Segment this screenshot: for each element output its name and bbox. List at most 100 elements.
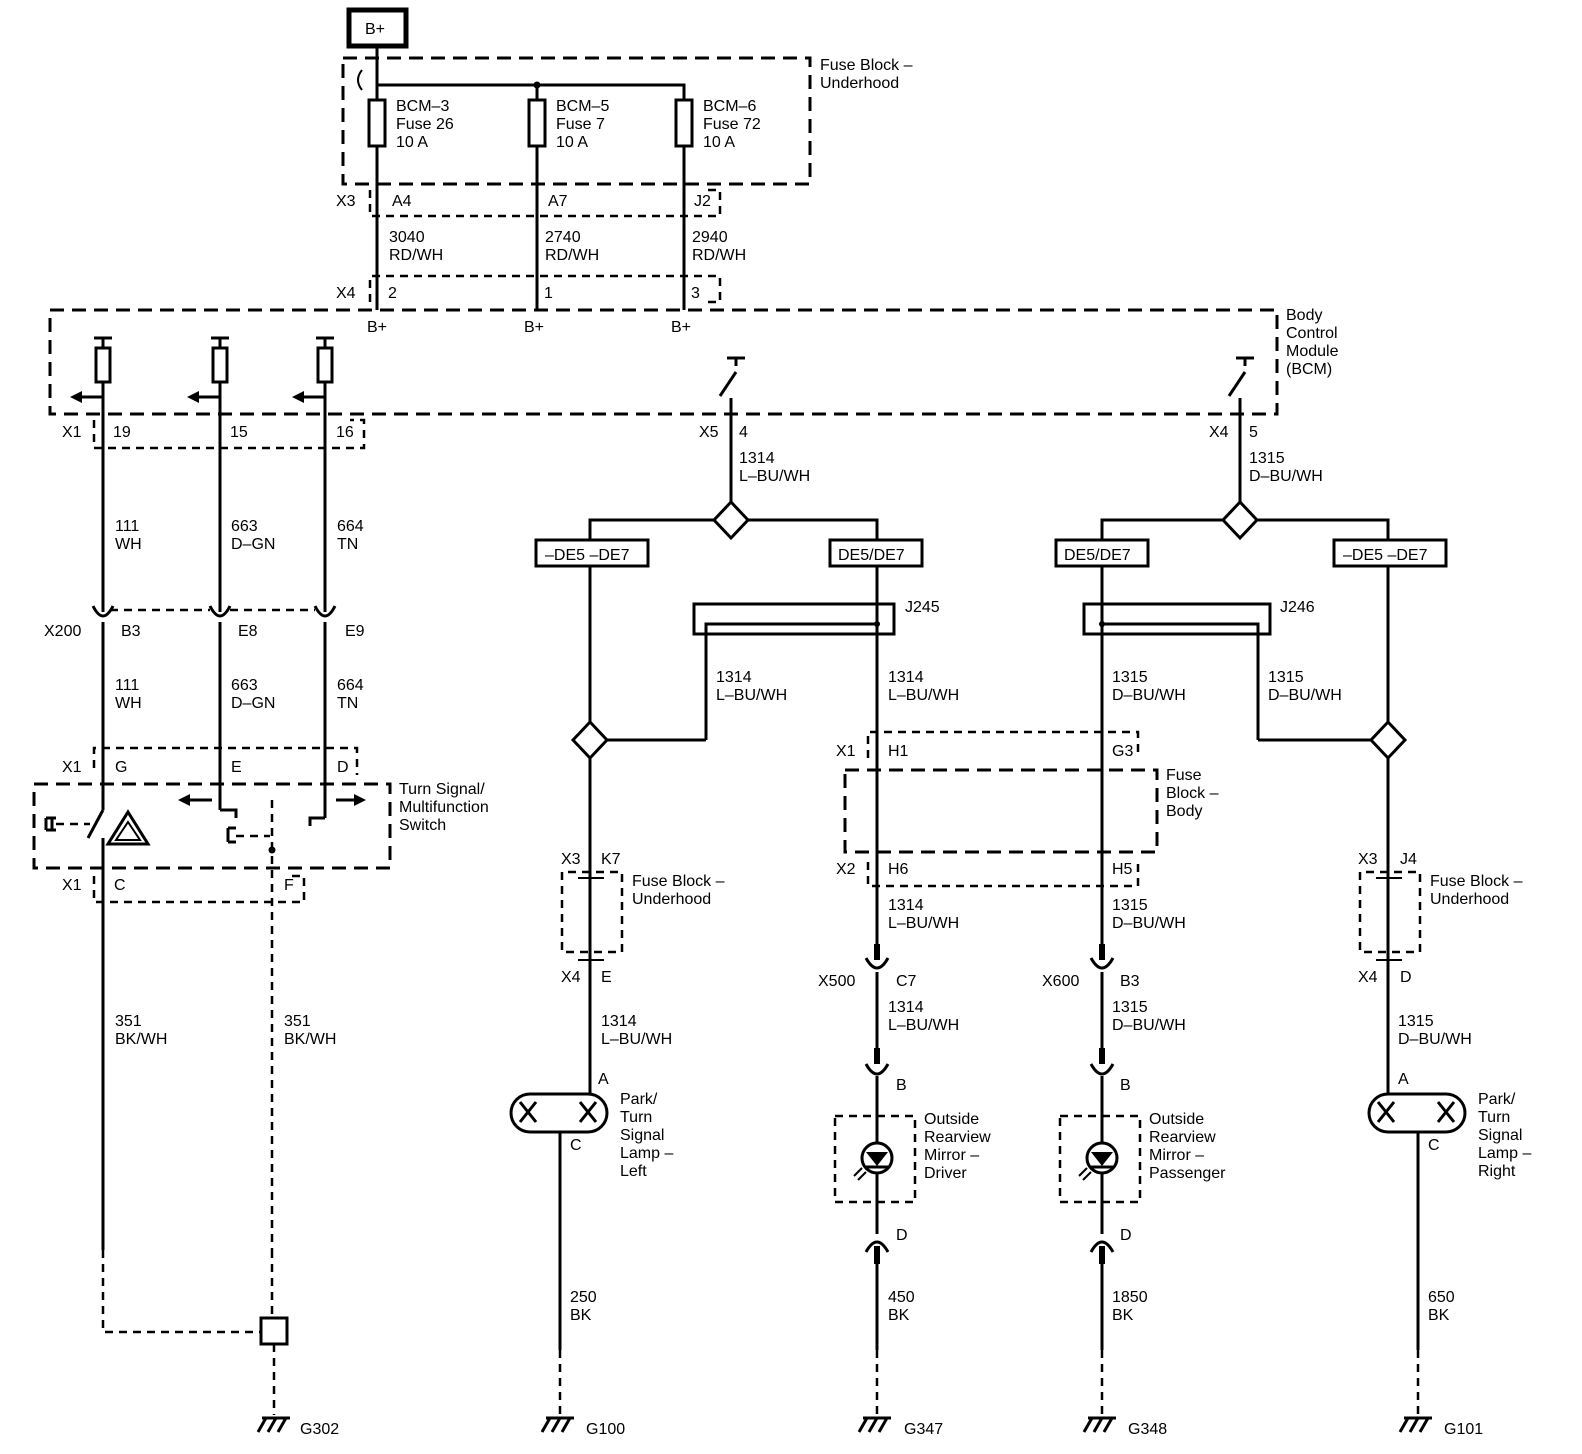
lamp-label: Signal [1478,1127,1522,1144]
wire-color: BK [1428,1307,1450,1324]
wire-color: L–BU/WH [716,687,787,704]
wire-color: D–BU/WH [1112,915,1186,932]
lamp-label: Park/ [620,1091,658,1108]
wire-circuit: 450 [888,1289,915,1306]
wire-circuit: 1315 [1268,669,1304,686]
pin-h6: H6 [888,861,909,878]
pin-c: C [1428,1137,1440,1154]
wire-color: D–BU/WH [1112,687,1186,704]
wire-circuit: 1314 [888,897,924,914]
connector-x200: X200 B3 E8 E9 [44,605,365,640]
pin-16: 16 [336,424,354,441]
wire-color: L–BU/WH [888,915,959,932]
option-box [1054,538,1150,568]
connector-x1-switch-bottom: X1 [62,877,82,894]
pin-c7: C7 [896,973,917,990]
splice-diamond [570,719,610,761]
ground-icon [1398,1416,1432,1433]
wire-circuit: 1315 [1398,1013,1434,1030]
wire-color: D–GN [231,536,275,553]
pin-a: A [1398,1071,1409,1088]
mirror-label: Outside [1149,1111,1204,1128]
mirror-label: Mirror – [924,1147,979,1164]
connector-x3-lamp-right: X3 [1358,851,1378,868]
switch-label: Multifunction [399,799,489,816]
mirror-driver-led [853,1141,894,1181]
wire-circuit: 1315 [1112,999,1148,1016]
wire-circuit: 1314 [716,669,752,686]
fuse-block-underhood-label-2: Underhood [820,75,899,92]
pin-a: A [598,1071,609,1088]
mirror-label: Passenger [1149,1165,1226,1182]
wire-circuit: 2940 [692,229,728,246]
mirror-label: Rearview [1149,1129,1216,1146]
option-label: DE5/DE7 [838,547,905,564]
connector-x1-body: X1 [836,743,856,760]
lamp-label: Right [1478,1163,1516,1180]
fuse-rating: 10 A [703,134,735,151]
pin-h5: H5 [1112,861,1133,878]
wire-circuit: 1315 [1249,450,1285,467]
pin-2: 2 [388,285,397,302]
wire-color: L–BU/WH [739,468,810,485]
wire-color: D–GN [231,695,275,712]
connector-x4-lamp: X4 [561,969,581,986]
park-turn-lamp-left [509,1092,609,1134]
ground-g347: G347 [904,1421,943,1438]
wire-color: RD/WH [389,247,443,264]
ground-g101: G101 [1444,1421,1483,1438]
connector-x1: X1 [62,424,82,441]
bcm-label: Control [1286,325,1338,342]
wire-color: BK [570,1307,592,1324]
wire-circuit: 650 [1428,1289,1455,1306]
bcm-driver-15 [187,336,229,612]
wire-color: BK/WH [284,1031,336,1048]
pin-b: B [896,1077,907,1094]
wire-circuit: 351 [115,1013,142,1030]
splice-pack-j246 [1082,602,1272,636]
lamp-label: Turn [1478,1109,1510,1126]
ground-icon [1082,1416,1116,1433]
fuse-rating: 10 A [396,134,428,151]
pin-e: E [231,759,242,776]
ground-g348: G348 [1128,1421,1167,1438]
ground-icon [256,1416,290,1433]
mirror-label: Outside [924,1111,979,1128]
hazard-icon [105,809,151,846]
option-label: –DE5 –DE7 [1343,547,1428,564]
wire-circuit: 1314 [601,1013,637,1030]
connector-x3-lamp: X3 [561,851,581,868]
ground-g302: G302 [300,1421,339,1438]
connector-x500 [864,944,890,970]
lamp-label: Left [620,1163,647,1180]
pin-e8: E8 [238,623,258,640]
wire-circuit: 663 [231,518,258,535]
pin-1: 1 [544,285,553,302]
mirror-label: Driver [924,1165,967,1182]
connector-x4-bcm: X4 [1209,424,1229,441]
option-box [828,538,924,568]
wire-color: L–BU/WH [888,1017,959,1034]
fuse-bcm5: BCM–5 Fuse 7 10 A [527,85,609,310]
mirror-label: Mirror – [1149,1147,1204,1164]
bcm-label: Module [1286,343,1339,360]
fuse-block-underhood-label: Fuse Block – [820,57,913,74]
wire-circuit: 1850 [1112,1289,1148,1306]
bcm-driver-16 [292,336,334,612]
pin-c: C [114,877,126,894]
connector-x5: X5 [699,424,719,441]
pin-j2: J2 [694,193,711,210]
option-label: –DE5 –DE7 [545,547,630,564]
wire-color: L–BU/WH [601,1031,672,1048]
connector-x1-switch: X1 [62,759,82,776]
connector-x600 [1089,944,1115,970]
option-box [534,538,650,568]
pin-d: D [896,1227,908,1244]
bcm-b-plus: B+ [367,319,387,336]
wire-color: BK [888,1307,910,1324]
wire-color: RD/WH [692,247,746,264]
wire-circuit: 111 [115,518,139,535]
fuse-block-label: Underhood [632,891,711,908]
wire-color: BK [1112,1307,1134,1324]
